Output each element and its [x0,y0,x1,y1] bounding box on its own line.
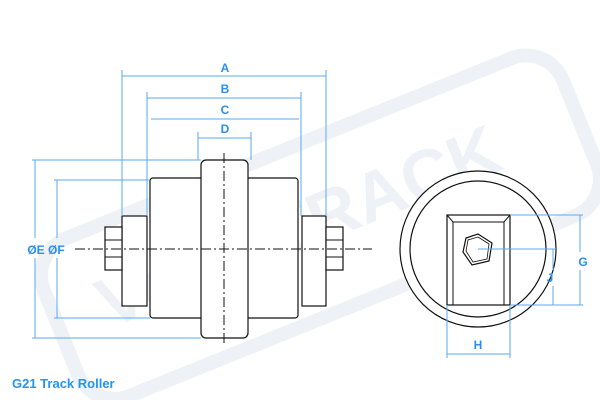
dim-label-e-f: ØE ØF [27,243,64,257]
dim-label-h: H [474,338,483,352]
dim-label-c: C [221,103,230,117]
dim-label-b: B [221,82,230,96]
dim-label-j: J [547,271,554,285]
end-dimensions: G J H [446,214,588,358]
dim-label-a: A [221,61,230,75]
washer-right [301,215,327,307]
roller-side-view [75,153,372,344]
washer-left [121,215,148,307]
dim-label-d: D [221,122,230,136]
side-dimensions: A B C D ØE ØF [27,61,327,339]
dim-label-g: G [578,255,587,269]
drawing-title: G21 Track Roller [12,376,115,391]
